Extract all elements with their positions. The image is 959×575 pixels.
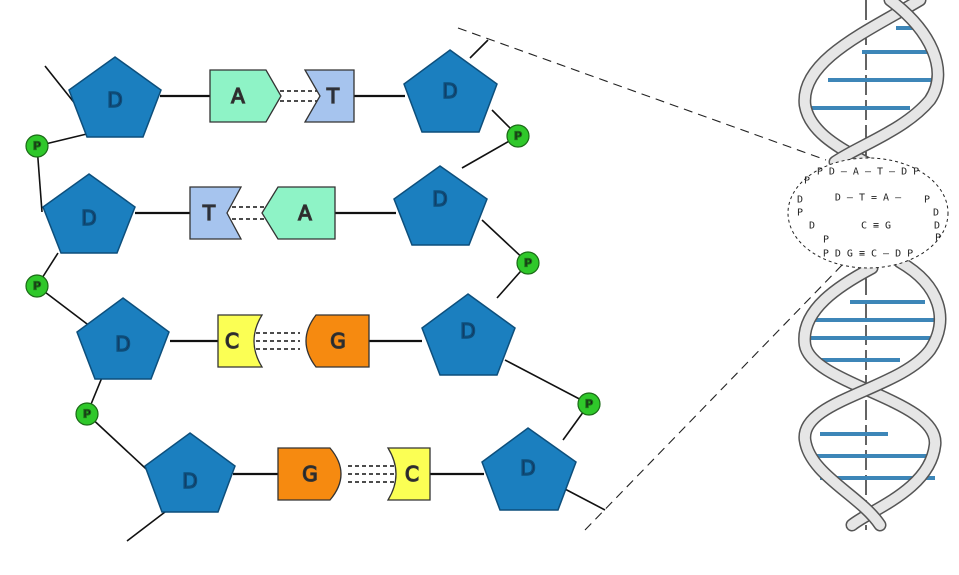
sketch-phosphate: P [804, 176, 810, 187]
sketch-phosphate: P [924, 195, 930, 206]
base-label: G [302, 462, 318, 486]
sugar-right-1: D [403, 49, 498, 133]
phosphate-label: P [524, 257, 532, 270]
sugar-label: D [520, 456, 535, 480]
sugar-label: D [107, 88, 122, 112]
sugar-label: D [460, 319, 475, 343]
phosphate-left-3: P [75, 402, 99, 426]
base-cytosine: C [386, 447, 431, 501]
sugar-label: D [81, 206, 96, 230]
base-guanine: G [277, 447, 342, 501]
base-label: A [231, 84, 245, 108]
sugar-label: D [182, 469, 197, 493]
base-pair-3: C G [217, 314, 370, 368]
phosphate-label: P [83, 408, 91, 421]
phosphate-left-2: P [25, 274, 49, 298]
sketch-sugar: D [797, 195, 803, 206]
sketch-sugar: D [933, 208, 939, 219]
base-label: C [405, 462, 419, 486]
sugar-right-4: D [481, 427, 577, 511]
sketch-row-4: P D G ≡ C — D P [823, 249, 913, 260]
helix-strands [798, 0, 947, 532]
sketch-phosphate: P [797, 208, 803, 219]
phosphate-label: P [33, 140, 41, 153]
sugar-left-2: D [42, 173, 136, 254]
base-guanine: G [305, 314, 370, 368]
phosphate-right-3: P [577, 392, 601, 416]
sugar-left-4: D [144, 432, 236, 513]
sugar-left-1: D [68, 56, 162, 138]
base-pair-2: T A [189, 186, 336, 240]
base-thymine: T [303, 69, 355, 123]
double-helix: P D — A — T — D P D — T = A — P P D D P … [787, 0, 949, 532]
sketch-sugar: D [934, 221, 940, 232]
base-adenine: A [209, 69, 282, 123]
base-thymine: T [189, 186, 243, 240]
base-pair-1: A T [209, 69, 355, 123]
phosphate-right-1: P [506, 124, 530, 148]
base-label: C [225, 329, 239, 353]
base-label: T [326, 84, 340, 108]
zoom-guide-lines [457, 27, 846, 531]
sketch-row-2: D — T = A — [835, 193, 902, 204]
helix-zoom-sketch: P D — A — T — D P D — T = A — P P D D P … [787, 157, 949, 269]
phosphate-right-2: P [516, 251, 540, 275]
base-label: T [202, 201, 216, 225]
sugar-left-3: D [76, 297, 170, 380]
base-label: A [298, 201, 312, 225]
hydrogen-bonds [232, 90, 394, 483]
phosphate-label: P [514, 130, 522, 143]
phosphate-label: P [33, 280, 41, 293]
base-cytosine: C [217, 314, 264, 368]
phosphate-label: P [585, 398, 593, 411]
phosphate-left-1: P [25, 134, 49, 158]
sketch-row-3: C ≡ G [861, 221, 891, 232]
sugars: D D D D D D D D [42, 49, 577, 513]
sugar-label: D [115, 332, 130, 356]
base-adenine: A [261, 186, 336, 240]
sketch-row-1: P D — A — T — D P [817, 167, 919, 178]
sugar-label: D [442, 79, 457, 103]
sugar-right-3: D [421, 293, 516, 376]
sugar-label: D [432, 187, 447, 211]
sketch-sugar: D [809, 221, 815, 232]
phosphates: P P P P P P [25, 124, 601, 426]
base-pair-4: G C [277, 447, 431, 501]
sketch-phosphate: P [935, 233, 941, 244]
sugar-right-2: D [393, 165, 488, 246]
base-label: G [330, 329, 346, 353]
sketch-phosphate: P [823, 235, 829, 246]
sugar-base-links [135, 94, 484, 476]
